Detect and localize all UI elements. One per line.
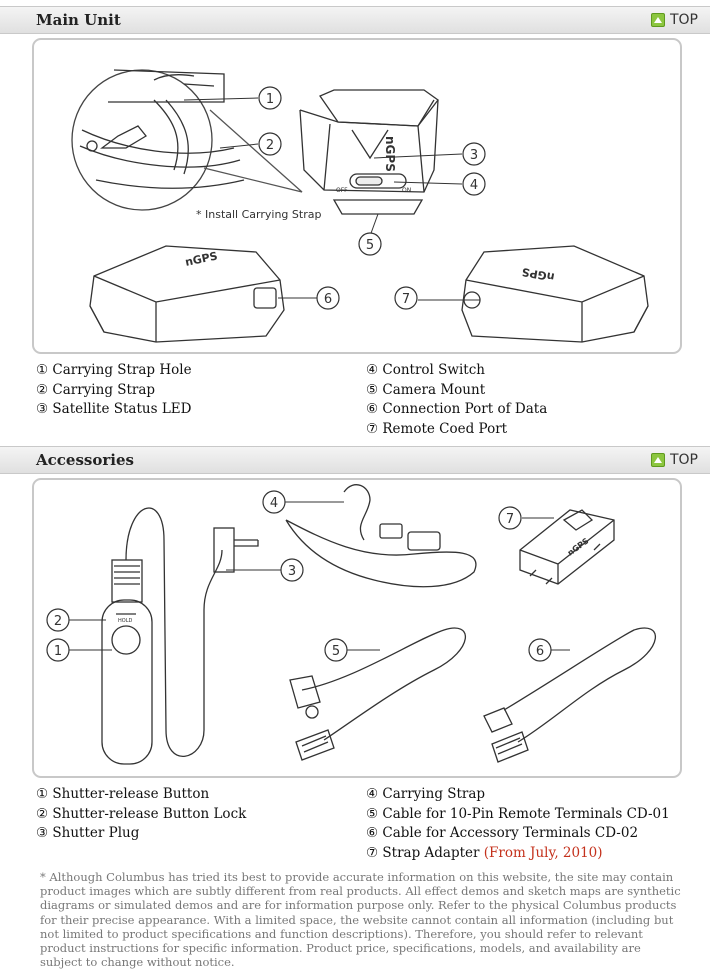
brand-right: nGPS: [521, 265, 556, 284]
caption-item: ③ Satellite Status LED: [36, 401, 192, 418]
svg-text:2: 2: [54, 614, 62, 629]
svg-text:3: 3: [288, 564, 296, 579]
svg-text:5: 5: [332, 644, 340, 659]
marker-4: [262, 490, 286, 514]
main-unit-captions-left: ① Carrying Strap Hole ② Carrying Strap ③…: [36, 361, 192, 420]
svg-text:7: 7: [506, 512, 514, 527]
marker-5: [324, 638, 348, 662]
strap-adapter-illustration: [519, 509, 615, 585]
caption-item: ① Shutter-release Button: [36, 786, 210, 802]
accessories-title: Accessories: [36, 451, 134, 469]
accessories-header: Accessories TOP: [0, 446, 710, 474]
accessories-captions-right: ④ Carrying Strap ⑤ Cable for 10-Pin Remo…: [366, 785, 670, 863]
carrying-strap-illustration: [285, 484, 477, 588]
caption-item: ⑤ Cable for 10-Pin Remote Terminals CD-0…: [366, 805, 670, 822]
marker-7: [394, 286, 418, 310]
cable-cd01-illustration: [289, 627, 467, 761]
accessories-top-link[interactable]: TOP: [650, 451, 698, 469]
marker-1: [46, 638, 70, 662]
svg-text:6: 6: [536, 644, 544, 659]
marker-6: [528, 638, 552, 662]
accessories-captions-left: ① Shutter-release Button ② Shutter-relea…: [36, 785, 246, 844]
marker-7: [498, 506, 522, 530]
adapter-brand: nGPS: [566, 536, 591, 557]
svg-text:1: 1: [54, 644, 62, 659]
strap-detail-illustration: [71, 69, 303, 211]
gps-unit-top-view: [299, 89, 439, 215]
caption-item: ⑥ Connection Port of Data: [366, 401, 548, 418]
main-unit-diagram: 1 2 3 4 5 6 7 * Install Carrying Strap O…: [71, 69, 649, 343]
cable-cd02-illustration: [483, 627, 657, 763]
caption-item: ⑦ Remote Coed Port: [366, 420, 508, 437]
switch-off-label: OFF: [336, 187, 348, 194]
caption-item: ④ Carrying Strap: [366, 786, 486, 802]
marker-1: [258, 86, 282, 110]
hold-label: HOLD: [118, 618, 132, 624]
main-unit-diagram-panel: 1 2 3 4 5 6 7 * Install Carrying Strap O…: [32, 38, 682, 354]
marker-3: [280, 558, 304, 582]
svg-text:4: 4: [270, 496, 278, 511]
caption-item: ⑤ Camera Mount: [366, 381, 486, 398]
caption-item: ② Shutter-release Button Lock: [36, 805, 247, 822]
svg-text:3: 3: [470, 148, 478, 163]
svg-text:2: 2: [266, 138, 274, 153]
marker-2: [258, 132, 282, 156]
marker-4: [462, 172, 486, 196]
brand-top: nGPS: [383, 136, 397, 172]
caption-item: ① Carrying Strap Hole: [36, 362, 192, 378]
marker-2: [46, 608, 70, 632]
switch-on-label: ON: [402, 187, 411, 194]
marker-3: [462, 142, 486, 166]
remote-shutter-illustration: [101, 507, 259, 765]
gps-unit-right-view: [461, 245, 649, 343]
caption-item: ② Carrying Strap: [36, 381, 156, 398]
caption-item-text: ⑦ Strap Adapter: [366, 844, 480, 861]
caption-item: ⑦ Strap Adapter (From July, 2010): [366, 844, 670, 864]
marker-6: [316, 286, 340, 310]
top-link-label: TOP: [669, 452, 698, 468]
main-unit-captions-right: ④ Control Switch ⑤ Camera Mount ⑥ Connec…: [366, 361, 547, 439]
disclaimer-text: * Although Columbus has tried its best t…: [40, 870, 681, 970]
arrow-up-icon: [650, 13, 665, 27]
caption-item: ⑥ Cable for Accessory Terminals CD-02: [366, 825, 639, 842]
arrow-up-icon: [650, 453, 665, 467]
caption-item: ④ Control Switch: [366, 362, 485, 378]
top-link-label: TOP: [669, 12, 698, 28]
main-unit-header: Main Unit TOP: [0, 6, 710, 34]
svg-text:5: 5: [366, 238, 374, 253]
svg-text:4: 4: [470, 178, 478, 193]
svg-text:6: 6: [324, 292, 332, 307]
caption-date-note: (From July, 2010): [483, 844, 603, 861]
main-unit-top-link[interactable]: TOP: [650, 11, 698, 29]
marker-5: [358, 232, 382, 256]
gps-unit-left-view: [89, 245, 285, 343]
svg-text:7: 7: [402, 292, 410, 307]
svg-text:1: 1: [266, 92, 274, 107]
main-unit-title: Main Unit: [36, 11, 121, 29]
accessories-diagram-panel: 2 1 3 4 7 5 6 HOLD nGPS: [32, 478, 682, 778]
brand-left: nGPS: [184, 249, 219, 269]
caption-item: ③ Shutter Plug: [36, 825, 140, 842]
install-note: * Install Carrying Strap: [196, 208, 321, 221]
accessories-diagram: 2 1 3 4 7 5 6 HOLD nGPS: [46, 484, 657, 765]
